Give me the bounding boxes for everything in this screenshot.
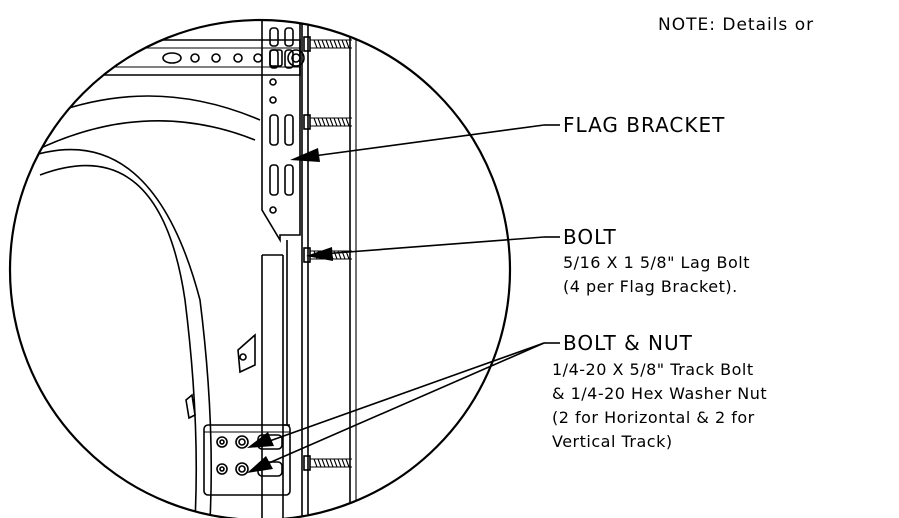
callout-bolt: BOLT 5/16 X 1 5/8" Lag Bolt (4 per Flag … bbox=[563, 225, 750, 296]
lag-bolt-4 bbox=[303, 455, 352, 471]
leader-bolt bbox=[306, 236, 560, 261]
lag-bolt-2 bbox=[303, 114, 352, 130]
door-arc-inner bbox=[39, 164, 198, 518]
bolt-nut-label: BOLT & NUT bbox=[563, 331, 693, 355]
detail-circle bbox=[8, 18, 512, 518]
door-edge-inner bbox=[10, 120, 256, 171]
leader-flag-bracket bbox=[290, 124, 560, 162]
horizontal-strap bbox=[59, 39, 305, 76]
door-arc-outer bbox=[19, 148, 213, 518]
roller-bracket bbox=[185, 333, 256, 420]
leader-bolt-nut bbox=[247, 342, 560, 473]
lag-bolt-1 bbox=[303, 36, 352, 52]
bolt-desc-line-2: (4 per Flag Bracket). bbox=[563, 277, 738, 296]
bolt-nut-desc-line-1: 1/4-20 X 5/8" Track Bolt bbox=[552, 360, 754, 379]
door-jamb bbox=[301, 20, 357, 518]
callout-bolt-nut: BOLT & NUT 1/4-20 X 5/8" Track Bolt & 1/… bbox=[552, 331, 767, 451]
bolt-label: BOLT bbox=[563, 225, 617, 249]
callout-flag-bracket: FLAG BRACKET bbox=[563, 113, 725, 137]
bolt-desc-line-1: 5/16 X 1 5/8" Lag Bolt bbox=[563, 253, 750, 272]
bolt-nut-desc-line-4: Vertical Track) bbox=[552, 432, 673, 451]
flag-bracket bbox=[261, 20, 301, 243]
bolt-nut-desc-line-2: & 1/4-20 Hex Washer Nut bbox=[552, 384, 767, 403]
flag-bracket-label: FLAG BRACKET bbox=[563, 113, 725, 137]
bolt-nut-desc-line-3: (2 for Horizontal & 2 for bbox=[552, 408, 755, 427]
note-text: NOTE: Details or bbox=[658, 15, 814, 35]
detail-contents bbox=[10, 20, 357, 518]
track-bolt-plate bbox=[203, 424, 291, 496]
